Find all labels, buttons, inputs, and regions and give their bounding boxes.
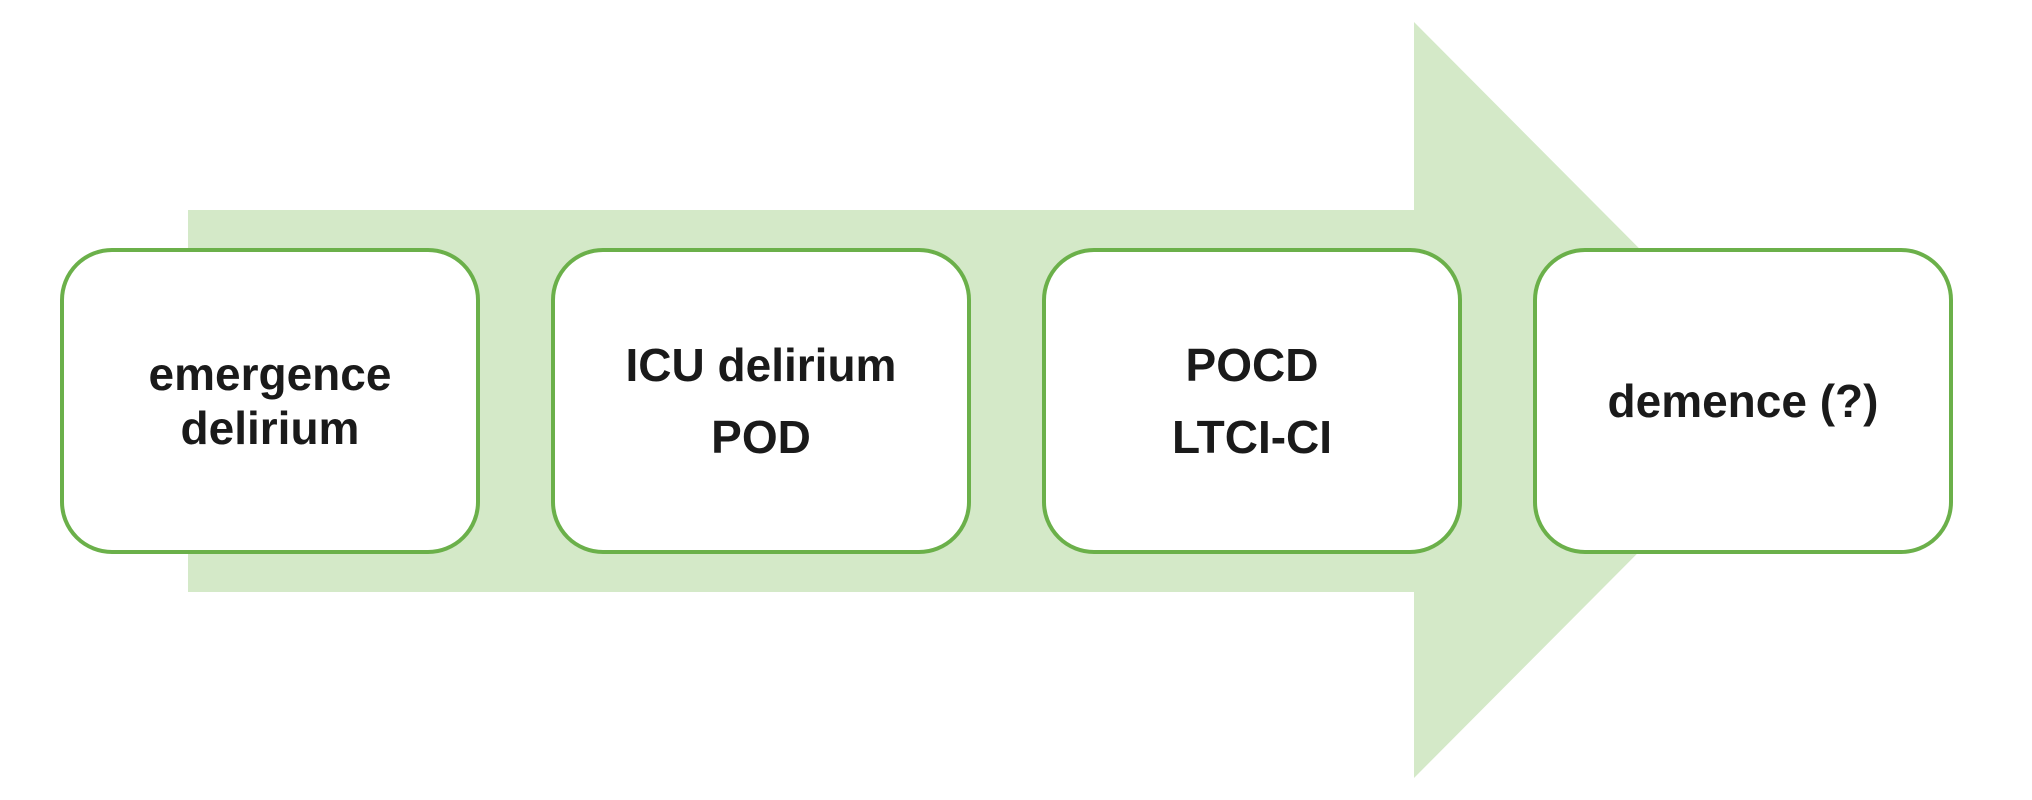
stage-label-line: emergence [148,348,392,400]
stage-label-line: POD [711,411,811,463]
stage-label-line: POCD [1185,339,1319,391]
stage-box-emergence-delirium: emergence delirium [60,248,480,554]
stage-label-line: ICU delirium [625,339,897,391]
stage-box-demence: demence (?) [1533,248,1953,554]
stage-label-line: delirium [180,402,360,454]
stage-label-line: LTCI-CI [1171,411,1333,463]
stage-box-pocd-ltci: POCD LTCI-CI [1042,248,1462,554]
stage-box-icu-delirium-pod: ICU delirium POD [551,248,971,554]
arrow-shape [188,22,1790,778]
stage-label-line: demence (?) [1607,375,1879,427]
